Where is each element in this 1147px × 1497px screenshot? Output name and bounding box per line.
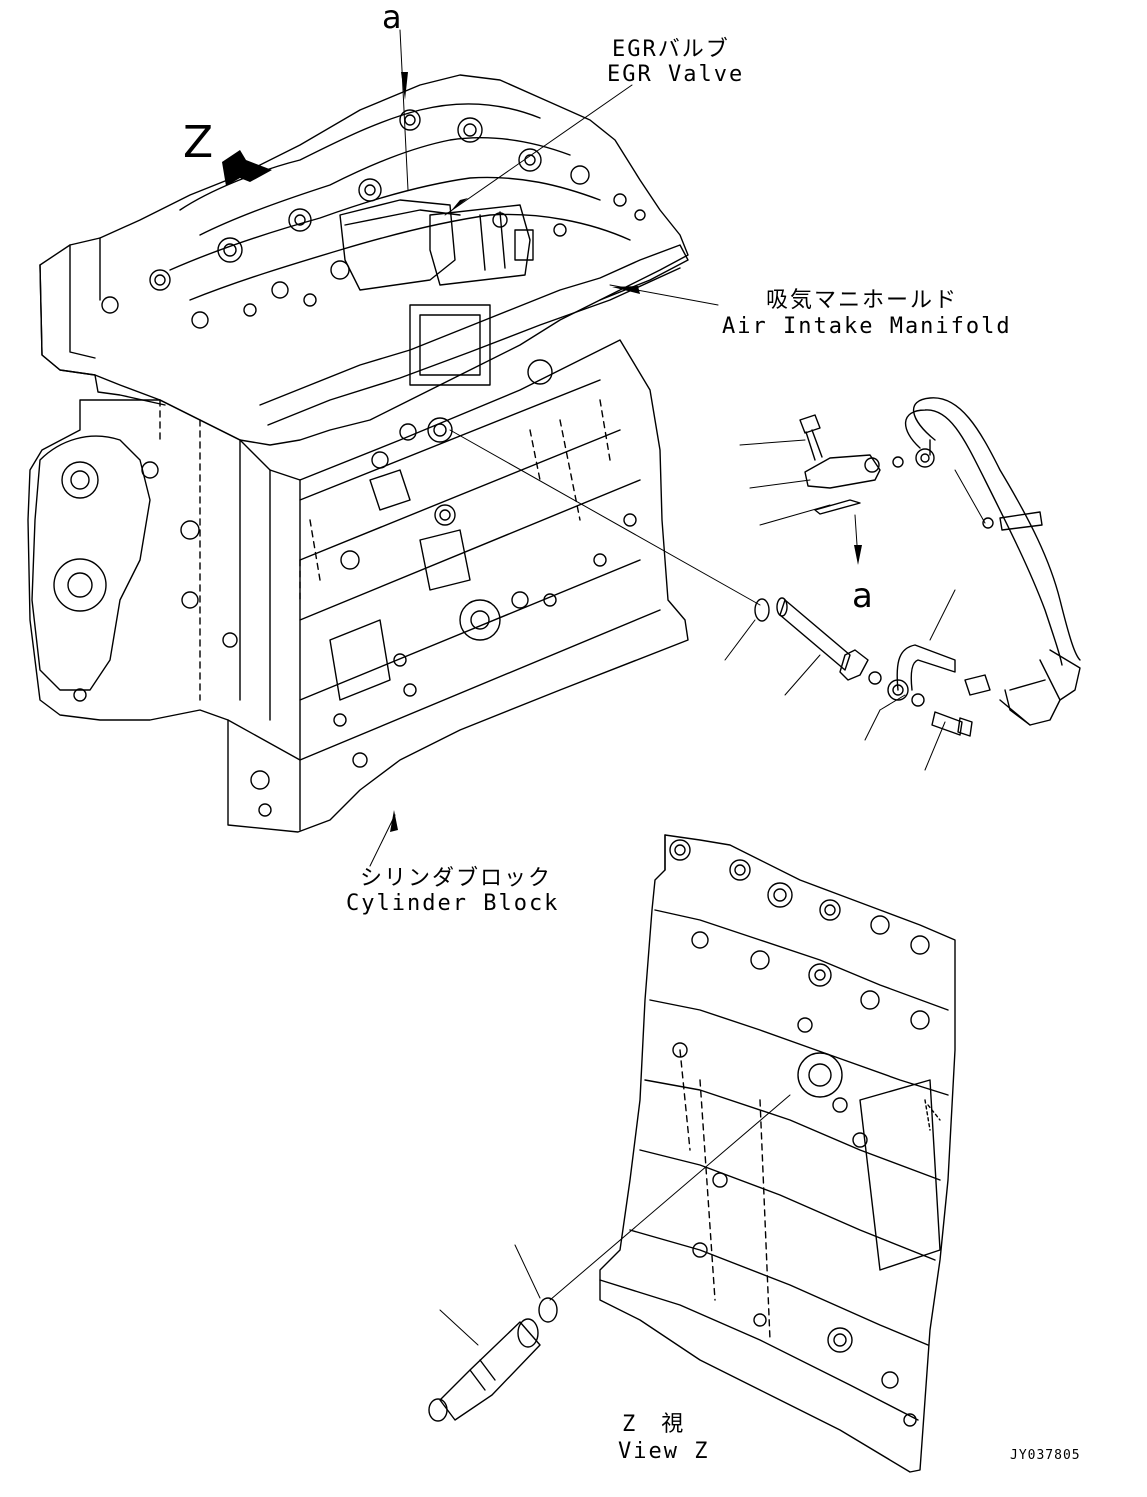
view-z-marker: Z [183, 117, 214, 168]
arrowheads [222, 72, 862, 832]
egr-valve-label-jp: EGRバルブ [612, 37, 730, 62]
callout-a-right: a [852, 576, 873, 616]
exploded-parts [429, 398, 1080, 1421]
engine-assembly [28, 75, 688, 832]
callout-a-top: a [382, 0, 402, 36]
egr-valve-label-en: EGR Valve [607, 62, 745, 87]
view-z-arrow [222, 150, 272, 186]
view-z-label-jp: Z 視 [622, 1412, 686, 1437]
cylinder-block-label-jp: シリンダブロック [360, 866, 553, 891]
view-z-engine [600, 835, 955, 1472]
intake-manifold-label-jp: 吸気マニホールド [766, 288, 959, 313]
view-z-label-en: View Z [618, 1439, 710, 1464]
cylinder-block-label-en: Cylinder Block [346, 891, 560, 916]
intake-manifold-label-en: Air Intake Manifold [722, 314, 1012, 339]
drawing-number: JY037805 [1010, 1448, 1081, 1463]
leader-lines [370, 30, 985, 1345]
